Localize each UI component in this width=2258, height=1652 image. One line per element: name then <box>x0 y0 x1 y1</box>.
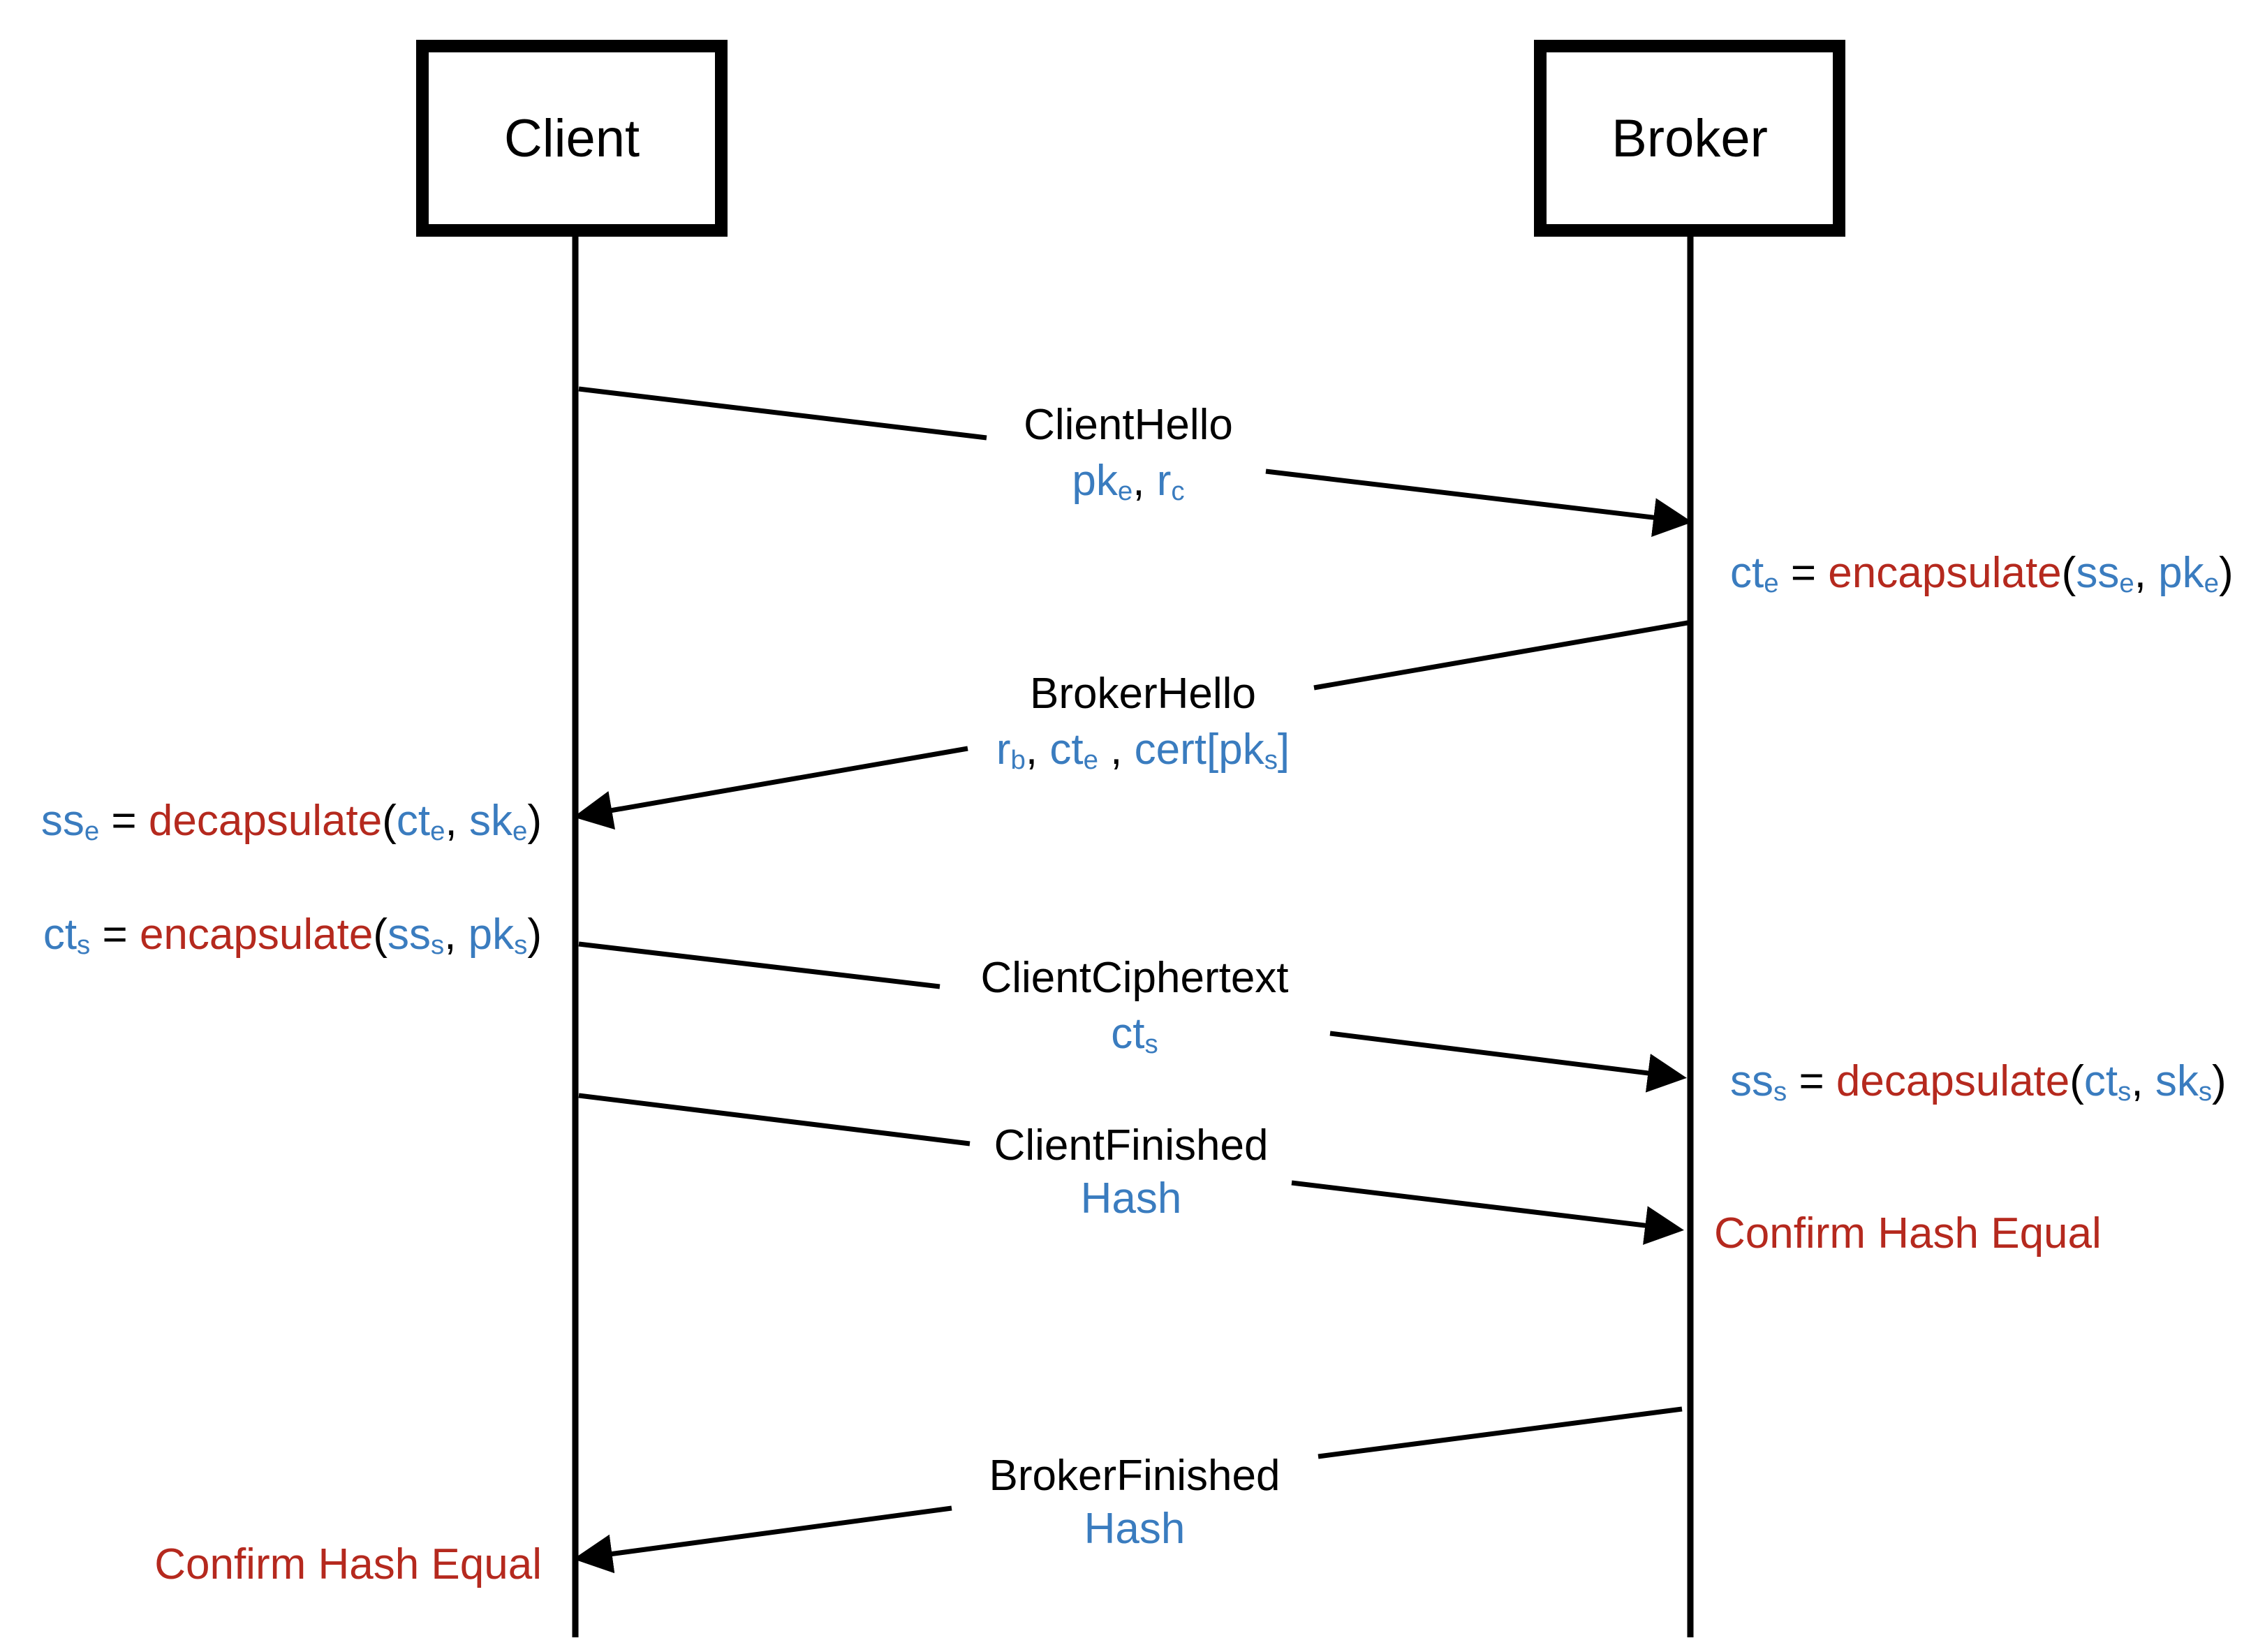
client-finished-line-start <box>578 1093 971 1146</box>
client-ciphertext-payload: cts <box>1111 1010 1158 1059</box>
broker-finished-payload: Hash <box>1084 1505 1186 1553</box>
client-hello-arrow <box>1265 469 1692 538</box>
broker-hello-name: BrokerHello <box>1030 670 1256 718</box>
client-hello-label: ClientHello pke, rc <box>1024 401 1233 506</box>
broker-decapsulate-annotation: sss = decapsulate(cts, sks) <box>1730 1057 2227 1107</box>
broker-hello-line-start <box>1313 620 1688 691</box>
client-ciphertext-label: ClientCiphertext cts <box>980 954 1289 1059</box>
client-decapsulate-annotation: sse = decapsulate(cte, ske) <box>40 797 542 846</box>
client-finished-label: ClientFinished Hash <box>994 1124 1269 1220</box>
client-participant-label: Client <box>503 108 640 168</box>
broker-hello-arrow <box>573 746 968 830</box>
broker-finished-label: BrokerFinished Hash <box>989 1454 1281 1551</box>
broker-confirm-hash-label: Confirm Hash Equal <box>1714 1209 2102 1258</box>
client-finished-payload: Hash <box>1080 1174 1182 1223</box>
client-hello-line-start <box>578 386 987 441</box>
broker-hello-label: BrokerHello rb, cte , cert[pks] <box>996 670 1290 775</box>
broker-hello-payload: rb, cte , cert[pks] <box>996 725 1290 775</box>
broker-finished-name: BrokerFinished <box>989 1452 1281 1500</box>
client-ciphertext-name: ClientCiphertext <box>980 954 1289 1002</box>
client-encapsulate-annotation: cts = encapsulate(sss, pks) <box>43 910 542 960</box>
client-ciphertext-arrow <box>1329 1031 1687 1093</box>
broker-participant-label: Broker <box>1611 108 1768 168</box>
client-finished-name: ClientFinished <box>994 1121 1269 1170</box>
client-participant-box: Client <box>416 40 728 237</box>
client-hello-name: ClientHello <box>1024 401 1233 449</box>
broker-encapsulate-annotation: cte = encapsulate(sse, pke) <box>1730 549 2234 598</box>
client-ciphertext-line-start <box>578 941 940 989</box>
client-confirm-hash-label: Confirm Hash Equal <box>154 1540 542 1588</box>
client-finished-arrow <box>1291 1180 1684 1245</box>
client-hello-payload: pke, rc <box>1072 457 1185 506</box>
broker-finished-line-start <box>1318 1406 1683 1459</box>
broker-participant-box: Broker <box>1534 40 1845 237</box>
broker-finished-arrow <box>573 1505 952 1574</box>
